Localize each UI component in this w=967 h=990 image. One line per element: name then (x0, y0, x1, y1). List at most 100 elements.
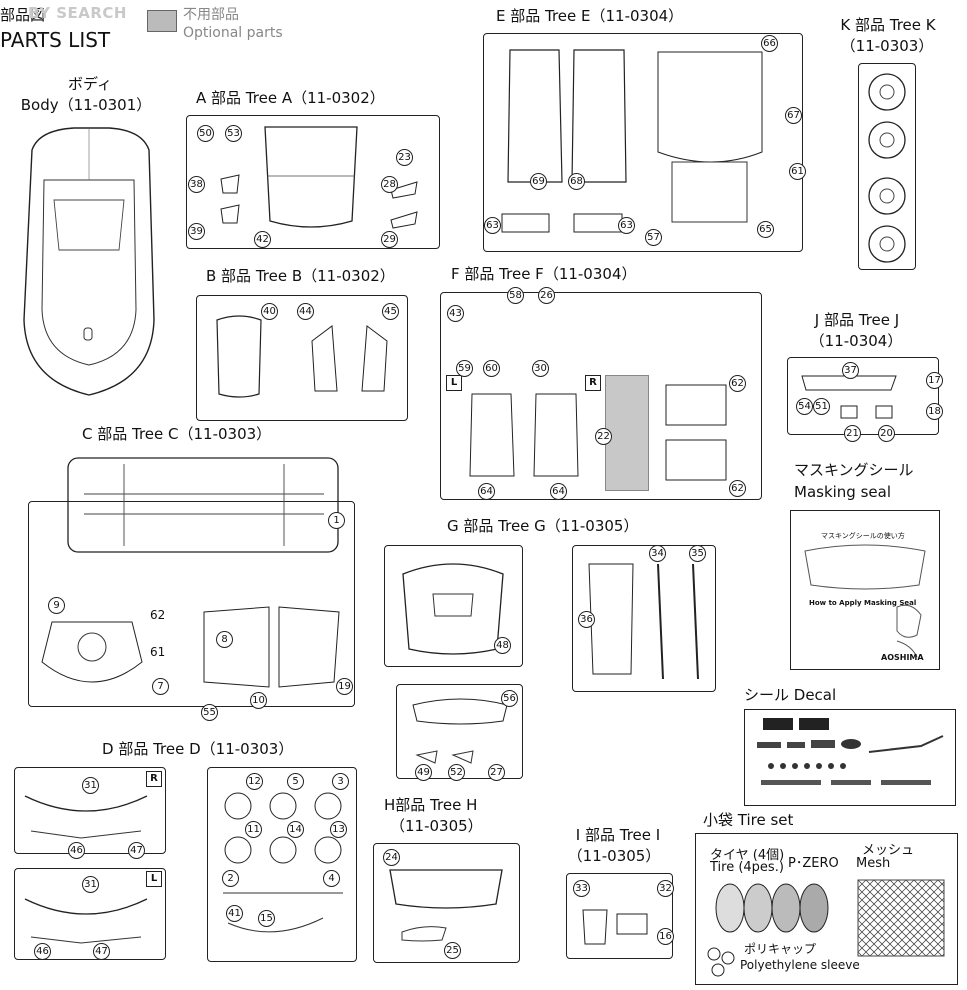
part-number: 33 (573, 880, 590, 897)
tree-j-title: J 部品 Tree J (814, 311, 900, 329)
tree-a-mirror-right-drawing (390, 181, 418, 229)
part-number: 47 (128, 842, 145, 859)
tire-label-en: Tire (4pes.) (710, 860, 784, 875)
part-number: 52 (448, 764, 465, 781)
part-number: 37 (842, 362, 859, 379)
part-number: 43 (447, 305, 464, 322)
part-number: 27 (488, 764, 505, 781)
tire-set-title: 小袋 Tire set (703, 811, 794, 829)
part-number: 62 (729, 375, 746, 392)
mesh-drawing (857, 879, 945, 957)
part-number: 69 (530, 173, 547, 190)
part-number: 57 (645, 229, 662, 246)
part-number: 63 (484, 217, 501, 234)
part-number: 36 (578, 611, 595, 628)
part-number: 45 (382, 303, 399, 320)
part-number: 24 (383, 849, 400, 866)
part-number: 25 (444, 942, 461, 959)
tree-h-code: （11-0305） (390, 817, 483, 835)
tree-b-window-drawing (216, 315, 262, 398)
side-marker-left: L (446, 375, 462, 391)
part-number: 62 (729, 480, 746, 497)
part-number: 13 (330, 821, 347, 838)
tree-j-lights-drawing (801, 375, 897, 419)
tree-a-hood-drawing (264, 126, 358, 228)
part-number: 56 (501, 690, 518, 707)
part-number: 46 (68, 842, 85, 859)
decal-title: シール Decal (744, 686, 837, 704)
tree-i-title: I 部品 Tree I (575, 826, 661, 844)
tree-j-code: （11-0304） (809, 332, 903, 350)
mesh-label-jp: メッシュ (862, 843, 915, 858)
sleeve-label-en: Polyethylene sleeve (740, 958, 860, 972)
part-number: 12 (246, 773, 263, 790)
part-number: 68 (568, 173, 585, 190)
tree-k-wheels-drawing (868, 73, 906, 263)
tree-k-runner (858, 63, 916, 270)
part-number: 39 (188, 223, 205, 240)
tree-a-title: A 部品 Tree A（11-0302） (196, 89, 385, 107)
part-number: 21 (844, 425, 861, 442)
part-number: 40 (261, 303, 278, 320)
part-number: 58 (507, 287, 524, 304)
part-number: 15 (258, 910, 275, 927)
tree-a-mirror-drawing (220, 174, 240, 224)
tree-d-title: D 部品 Tree D（11-0303） (102, 740, 294, 758)
tree-e-title: E 部品 Tree E（11-0304） (496, 7, 684, 25)
masking-seal-label-en: Masking seal (794, 483, 892, 501)
part-number: 17 (926, 372, 943, 389)
part-number: 31 (82, 777, 99, 794)
tree-b-side-windows-drawing (311, 325, 388, 392)
part-number: 53 (225, 125, 242, 142)
part-number: 41 (226, 905, 243, 922)
side-marker-left: L (146, 871, 162, 887)
part-number: 1 (328, 512, 345, 529)
part-number: 5 (287, 773, 304, 790)
tree-a-runner (186, 115, 440, 249)
parts-list-title-jp: 部品図 (0, 6, 46, 24)
sleeve-label-jp: ポリキャップ (744, 942, 817, 956)
part-number: 29 (381, 231, 398, 248)
tree-d-brake-discs-drawing (223, 792, 343, 933)
optional-parts-swatch (147, 10, 177, 32)
part-number: 28 (381, 176, 398, 193)
masking-seal-label-jp: マスキングシール (794, 461, 914, 479)
part-number: 62 (150, 608, 166, 622)
tire-label-jp: タイヤ (4個) (710, 848, 785, 863)
part-number: 51 (813, 398, 830, 415)
tree-k-code: （11-0303） (840, 37, 934, 55)
aoshima-logo: AOSHIMA (881, 653, 924, 662)
tree-k-title: K 部品 Tree K (840, 16, 936, 34)
part-number: 18 (926, 403, 943, 420)
masking-seal-shapes-drawing (804, 544, 926, 658)
part-number: 55 (201, 704, 218, 721)
part-number: 26 (538, 287, 555, 304)
side-marker-right: R (146, 771, 162, 787)
optional-parts-label-en: Optional parts (183, 25, 283, 42)
optional-parts-label-jp: 不用部品 (183, 7, 239, 23)
tires-drawing (715, 883, 829, 933)
tree-j-runner (787, 357, 939, 435)
tree-f-seats-drawing (469, 393, 579, 477)
watermark-text: BY SEARCH (28, 4, 127, 22)
part-number: 65 (757, 221, 774, 238)
part-number: 44 (297, 303, 314, 320)
part-number: 14 (287, 821, 304, 838)
tree-f-title: F 部品 Tree F（11-0304） (451, 265, 637, 283)
part-number: 23 (396, 149, 413, 166)
part-number: 64 (550, 483, 567, 500)
tire-brand: P･ZERO (788, 856, 839, 871)
part-number: 10 (250, 692, 267, 709)
part-number: 61 (150, 645, 166, 659)
part-number: 3 (332, 773, 349, 790)
part-number: 7 (152, 678, 169, 695)
masking-seal-heading-en: How to Apply Masking Seal (809, 599, 917, 607)
part-number: 22 (595, 428, 612, 445)
tire-set-panel: タイヤ (4個) Tire (4pes.) P･ZERO メッシュ Mesh ポ… (695, 833, 958, 985)
tree-c-chassis-drawing (67, 457, 339, 553)
side-marker-right: R (585, 375, 601, 391)
part-number: 38 (188, 176, 205, 193)
tree-d-underbody-right-drawing (24, 795, 148, 839)
masking-seal-sheet: マスキングシールの使い方 How to Apply Masking Seal A… (790, 510, 940, 670)
tree-e-interior-tubs-drawing (507, 49, 627, 183)
